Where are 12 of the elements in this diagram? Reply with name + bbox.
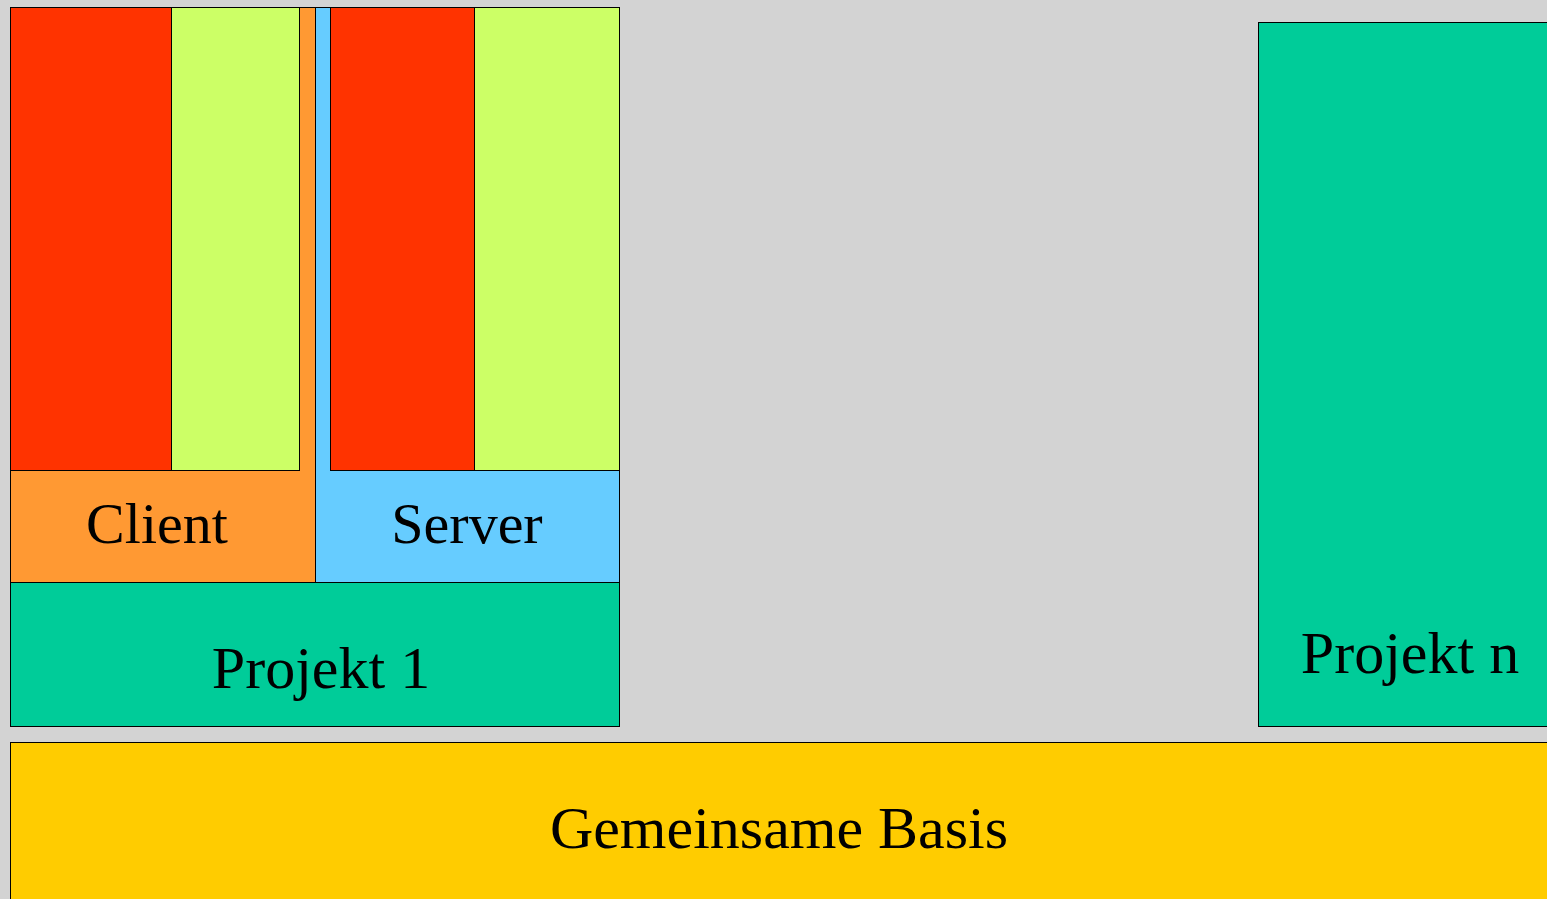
- block-label: Client: [86, 495, 228, 553]
- block-label: Server: [391, 495, 543, 553]
- empty-box: [474, 7, 620, 471]
- block: [10, 7, 316, 583]
- empty-box: [171, 7, 300, 471]
- empty-box: [10, 7, 172, 471]
- block: [10, 742, 1547, 899]
- block: [315, 7, 620, 583]
- block: [10, 7, 620, 727]
- block-label: Gemeinsame Basis: [549, 798, 1009, 858]
- empty-box: [330, 7, 475, 471]
- block: [1258, 22, 1547, 727]
